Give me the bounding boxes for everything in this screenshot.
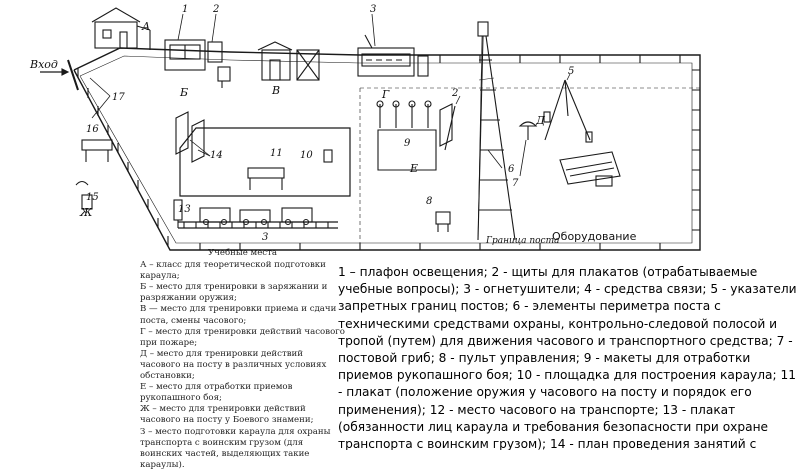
legend-item: Ж – место для тренировки действий часово… — [140, 404, 314, 426]
perimeter-fence — [73, 47, 701, 251]
watch-tower — [477, 21, 516, 241]
legend-item: Б – место для тренировки в заряжании и р… — [140, 282, 328, 304]
vehicle-d — [559, 151, 621, 187]
posters-14 — [175, 111, 205, 163]
training-ground-figure: Вход А Б В Г Д Е Ж 1 2 3 2 3 5 6 7 8 9 1… — [29, 4, 797, 470]
number-6: 6 — [508, 164, 515, 175]
number-7: 7 — [512, 178, 519, 189]
zone-label-zh: Ж — [79, 206, 93, 219]
entrance-gate — [40, 59, 79, 91]
box-15 — [75, 180, 93, 210]
entrance-label: Вход — [29, 58, 58, 71]
number-3-bottom: 3 — [262, 232, 268, 243]
training-places-legend: Учебные места А – класс для теоретическо… — [140, 248, 345, 471]
signs-5 — [543, 79, 593, 143]
diagram-lines — [40, 7, 701, 251]
control-desk-8 — [435, 211, 451, 232]
platform-11 — [179, 127, 351, 197]
legend-item: В — место для тренировки приема и сдачи … — [140, 304, 337, 326]
number-2-top: 2 — [212, 4, 219, 15]
leader-lines — [89, 13, 571, 177]
number-13: 13 — [178, 204, 191, 215]
table-16 — [81, 139, 113, 162]
number-15: 15 — [86, 192, 99, 203]
post-dashed-outline — [359, 87, 700, 250]
fire-station-g — [357, 34, 429, 77]
zone-label-g: Г — [381, 88, 390, 101]
loading-area-b — [164, 39, 231, 88]
building-a-classroom — [91, 7, 151, 50]
legend-item: Е – место для отработки приемов рукопашн… — [140, 382, 293, 404]
number-5: 5 — [568, 66, 574, 77]
legend-item: А – класс для теоретической подготовки к… — [140, 260, 326, 282]
number-3-top: 3 — [370, 4, 376, 15]
number-8: 8 — [426, 196, 432, 207]
number-10: 10 — [300, 150, 313, 161]
zone-label-d: Д — [535, 114, 546, 127]
poster-13 — [173, 199, 183, 228]
legend-item: З – место подготовки караула для охраны … — [140, 426, 331, 470]
zone-label-b: Б — [179, 86, 188, 99]
legend-item: Д – место для тренировки действий часово… — [140, 348, 327, 382]
stands-2 — [439, 103, 456, 151]
number-16: 16 — [86, 124, 99, 135]
legend-item: Г – место для тренировки действий часово… — [140, 326, 345, 348]
equipment-legend: 1 – плафон освещения; 2 - щиты для плака… — [338, 265, 797, 450]
number-17: 17 — [112, 92, 125, 103]
legend-title: Учебные места — [208, 248, 277, 258]
number-1: 1 — [182, 4, 188, 15]
mockups-9 — [376, 100, 437, 171]
zone-label-a: А — [141, 20, 150, 33]
number-14: 14 — [210, 150, 223, 161]
number-9: 9 — [404, 138, 411, 149]
border-label: Граница поста — [485, 236, 559, 246]
zone-label-e: Е — [409, 162, 418, 175]
number-11: 11 — [270, 148, 283, 159]
railway-3 — [178, 207, 338, 229]
number-2-right: 2 — [451, 88, 458, 99]
post-booth-v — [257, 41, 320, 81]
equipment-heading: Оборудование — [552, 230, 637, 243]
zone-label-v: В — [271, 84, 280, 97]
training-ground-diagram: Вход А Б В Г Д Е Ж 1 2 3 2 3 5 6 7 8 9 1… — [29, 4, 701, 251]
post-mushroom-7 — [518, 121, 538, 140]
